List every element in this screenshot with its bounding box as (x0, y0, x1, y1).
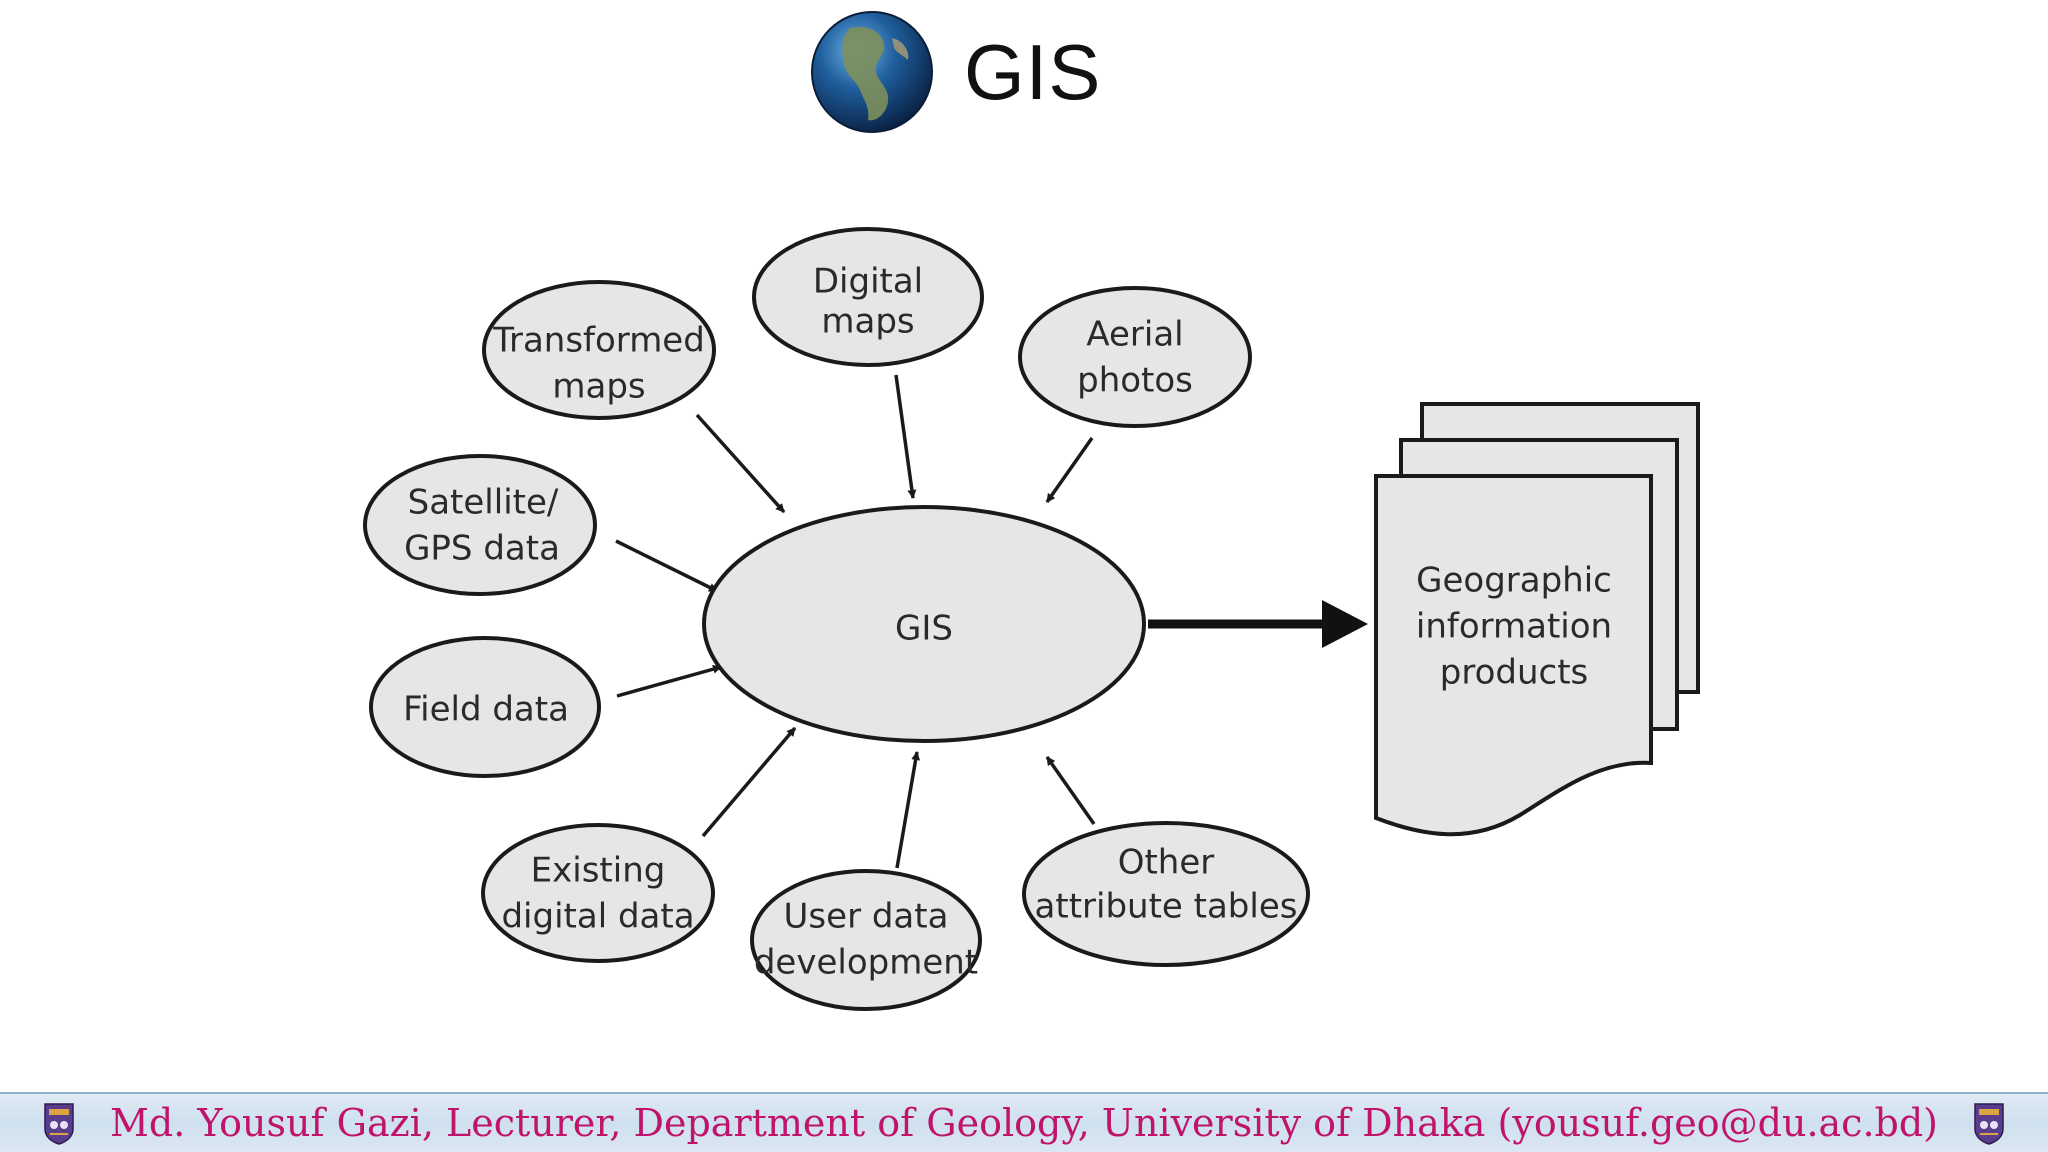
input-node-other-attribute-tables: Other attribute tables (1022, 821, 1310, 967)
arrow-aerial-photos (1045, 436, 1094, 504)
output-label-line: products (1440, 653, 1588, 693)
arrow-existing-digital-data (701, 726, 797, 838)
output-label: Geographic information products (1416, 561, 1612, 693)
node-label-line: Transformed (492, 321, 705, 361)
input-node-satellite-gps-data: Satellite/ GPS data (363, 454, 597, 596)
node-label-line: Existing (531, 851, 666, 891)
slide-title-text: GIS (964, 27, 1102, 116)
output-label-line: Geographic (1416, 561, 1612, 601)
output-document-stack (1374, 402, 1700, 837)
footer-bar: Md. Yousuf Gazi, Lecturer, Department of… (0, 1092, 2048, 1152)
arrow-transformed-maps (695, 413, 786, 514)
node-label-line: Digital (813, 262, 923, 302)
arrow-field-data (616, 664, 722, 698)
output-label-line: information (1416, 607, 1612, 647)
node-label-line: Field data (403, 690, 569, 730)
node-label-line: Satellite/ (408, 483, 559, 523)
input-arrows (615, 374, 1096, 869)
center-node-label: GIS (895, 609, 953, 649)
arrow-other-attribute-tables (1045, 755, 1096, 826)
input-node-field-data: Field data (369, 636, 601, 778)
slide-title: GIS (810, 11, 1102, 133)
document-front (1374, 474, 1653, 837)
input-node-transformed-maps: Transformed maps (482, 280, 716, 420)
node-label-line: maps (821, 302, 914, 342)
input-node-user-data-development: User data development (750, 869, 982, 1011)
node-label-line: attribute tables (1035, 887, 1298, 927)
node-label-line: development (754, 943, 978, 983)
node-label-line: User data (784, 897, 949, 937)
node-label-line: Aerial (1086, 315, 1183, 355)
arrow-user-data-development (895, 751, 921, 869)
node-label-line: GPS data (404, 529, 560, 569)
input-node-existing-digital-data: Existing digital data (481, 823, 715, 963)
footer-text: Md. Yousuf Gazi, Lecturer, Department of… (109, 1101, 1939, 1145)
university-seal-icon (1974, 1103, 2004, 1145)
output-arrow (1148, 600, 1368, 648)
node-label-line: digital data (501, 897, 694, 937)
globe-icon (811, 11, 933, 133)
arrow-satellite-gps-data (615, 539, 718, 593)
node-label-line: Other (1118, 843, 1215, 883)
node-label-line: maps (552, 367, 645, 407)
university-seal-icon (44, 1103, 74, 1145)
input-node-digital-maps: Digital maps (752, 227, 984, 367)
node-label-line: photos (1077, 361, 1193, 401)
input-node-aerial-photos: Aerial photos (1018, 286, 1252, 428)
center-node-gis: GIS (702, 505, 1146, 743)
arrow-digital-maps (894, 374, 917, 499)
